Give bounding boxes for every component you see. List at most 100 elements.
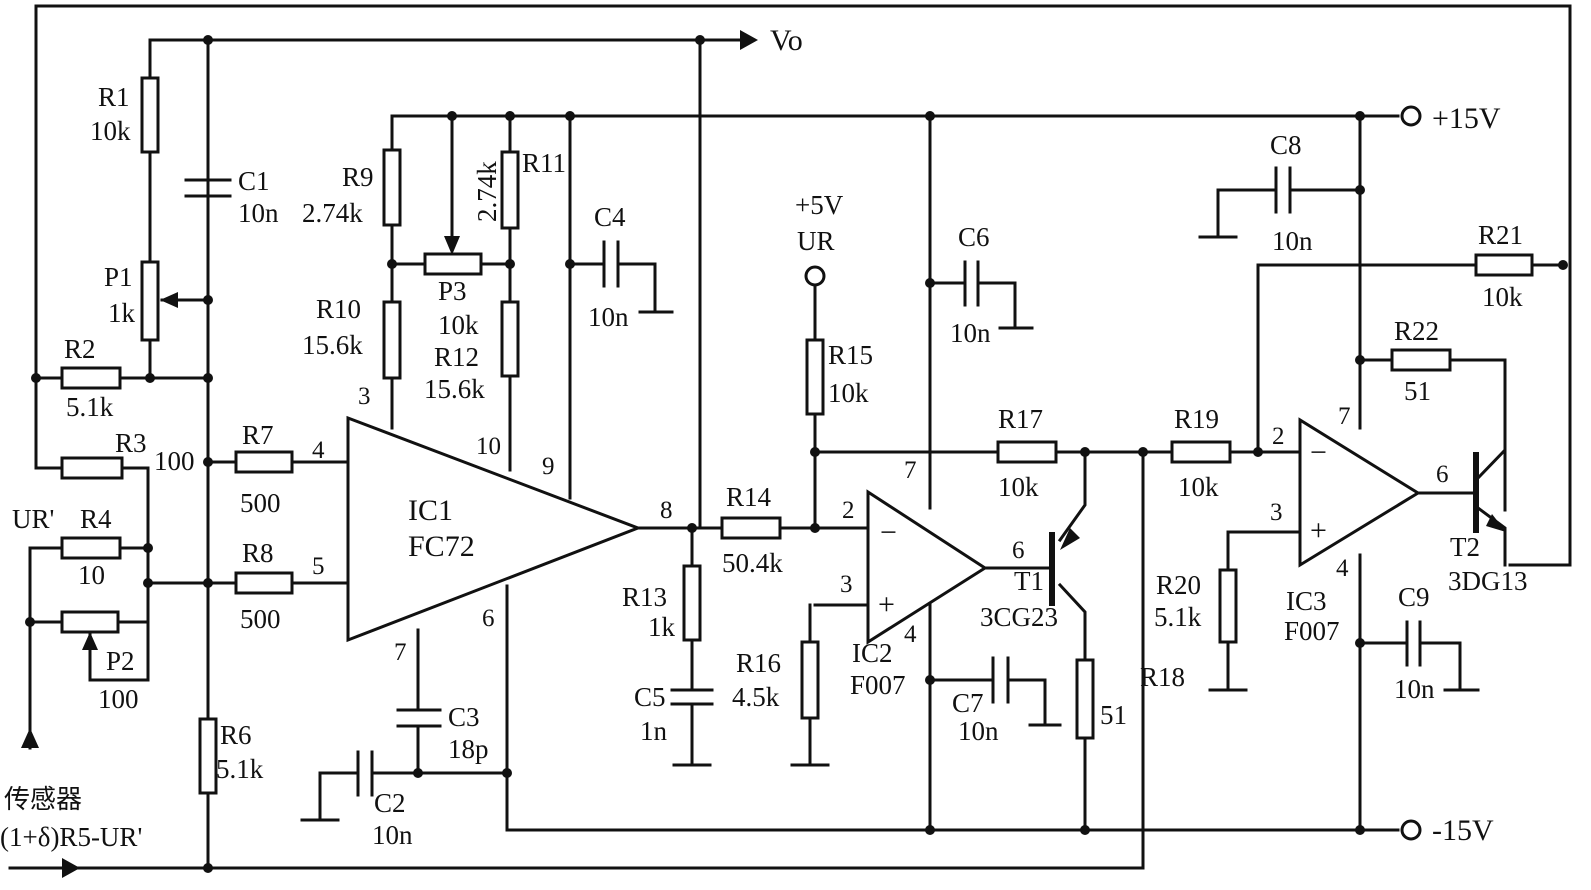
c3-value: 18p (448, 734, 489, 764)
labels: Vo +15V -15V +5V UR UR' 传感器 (1+δ)R5-UR' … (0, 24, 1528, 852)
p1-wiper-arrow (160, 292, 178, 308)
r10-value: 15.6k (302, 330, 363, 360)
ic2-pin-4: 4 (904, 621, 917, 648)
plus15v-label: +15V (1432, 102, 1501, 135)
r2-name: R2 (64, 334, 96, 364)
r13-name: R13 (622, 582, 667, 612)
r12-value: 15.6k (424, 374, 485, 404)
r15-value: 10k (828, 378, 869, 408)
ic3-pin-6: 6 (1436, 461, 1449, 488)
resistor-R9 (382, 148, 402, 227)
resistor-R2 (60, 366, 122, 390)
ic2-minus-sign: − (880, 516, 897, 549)
capacitor-C3 (396, 708, 442, 728)
r18-name: R18 (1140, 662, 1185, 692)
minus15v-label: -15V (1432, 814, 1494, 847)
resistor-R10 (382, 300, 402, 380)
c9-value: 10n (1394, 674, 1435, 704)
c9-name: C9 (1398, 582, 1430, 612)
capacitors (184, 166, 1422, 797)
ic1-pin-9: 9 (542, 453, 555, 480)
r6-value: 5.1k (216, 754, 264, 784)
capacitor-C8 (1274, 166, 1292, 214)
p3-name: P3 (438, 276, 467, 306)
capacitor-C1 (184, 178, 232, 198)
r8-value: 500 (240, 604, 281, 634)
resistor-R11 (500, 150, 520, 230)
opamps (346, 415, 1421, 645)
r21-value: 10k (1482, 282, 1523, 312)
r1-value: 10k (90, 116, 131, 146)
grounds (300, 235, 1480, 822)
r3-value: 100 (154, 446, 195, 476)
junctions (25, 35, 1568, 873)
r19-name: R19 (1174, 404, 1219, 434)
resistor-R20 (1218, 568, 1238, 644)
p3-wiper-arrow (444, 236, 460, 255)
ic3-type: F007 (1284, 616, 1340, 646)
ic2-pin-7: 7 (904, 457, 917, 484)
ic1-pin-4: 4 (312, 437, 325, 464)
resistor-R12 (500, 300, 520, 378)
t2-emitter-arrow (1486, 514, 1506, 532)
terminals (804, 105, 1422, 841)
r20-value: 5.1k (1154, 602, 1202, 632)
r13-value: 1k (648, 612, 676, 642)
potentiometer-P1 (140, 260, 160, 342)
r12-name: R12 (434, 342, 479, 372)
ic1-pin-5: 5 (312, 553, 325, 580)
r16-value: 4.5k (732, 682, 780, 712)
r14-name: R14 (726, 482, 772, 512)
r4-value: 10 (78, 560, 105, 590)
c6-name: C6 (958, 222, 990, 252)
opamp-IC1 (346, 415, 643, 643)
p2-name: P2 (106, 646, 135, 676)
c7-value: 10n (958, 716, 999, 746)
opamp-IC3 (1298, 417, 1421, 568)
r6-name: R6 (220, 720, 252, 750)
r16-name: R16 (736, 648, 781, 678)
r3-name: R3 (115, 428, 147, 458)
r7-value: 500 (240, 488, 281, 518)
c8-value: 10n (1272, 226, 1313, 256)
capacitor-C2 (356, 750, 374, 797)
ur-prime-arrow (21, 728, 39, 748)
r15-name: R15 (828, 340, 873, 370)
r11-name: R11 (522, 148, 566, 178)
ic3-plus-sign: + (1310, 514, 1327, 547)
resistor-R8 (234, 571, 294, 595)
p1-value: 1k (108, 298, 136, 328)
capacitor-C6 (963, 260, 980, 307)
t1-type: 3CG23 (980, 602, 1058, 632)
c1-value: 10n (238, 198, 279, 228)
ic2-plus-sign: + (878, 588, 895, 621)
terminal-plus15v (1400, 105, 1422, 127)
r22-value: 51 (1404, 376, 1431, 406)
r17-value: 10k (998, 472, 1039, 502)
ic1-pin-6: 6 (482, 605, 495, 632)
r9-value: 2.74k (302, 198, 363, 228)
resistor-R6 (198, 717, 218, 795)
c5-value: 1n (640, 716, 668, 746)
c1-name: C1 (238, 166, 270, 196)
p1-name: P1 (104, 262, 133, 292)
ur-label: UR (797, 226, 835, 256)
resistor-R1 (140, 76, 160, 154)
capacitor-C4 (602, 240, 620, 288)
ic2-pin-2: 2 (842, 497, 855, 524)
arrows (21, 30, 1506, 878)
r14-value: 50.4k (722, 548, 783, 578)
c7-name: C7 (952, 688, 984, 718)
ic1-pin-3: 3 (358, 383, 371, 410)
r2-value: 5.1k (66, 392, 114, 422)
terminal-minus15v (1400, 819, 1422, 841)
c5-name: C5 (634, 682, 666, 712)
c2-value: 10n (372, 820, 413, 850)
r10-name: R10 (316, 294, 361, 324)
c4-name: C4 (594, 202, 626, 232)
r9-name: R9 (342, 162, 374, 192)
ic3-pin-2: 2 (1272, 423, 1285, 450)
ic3-name: IC3 (1286, 586, 1327, 616)
capacitor-C9 (1405, 620, 1422, 667)
